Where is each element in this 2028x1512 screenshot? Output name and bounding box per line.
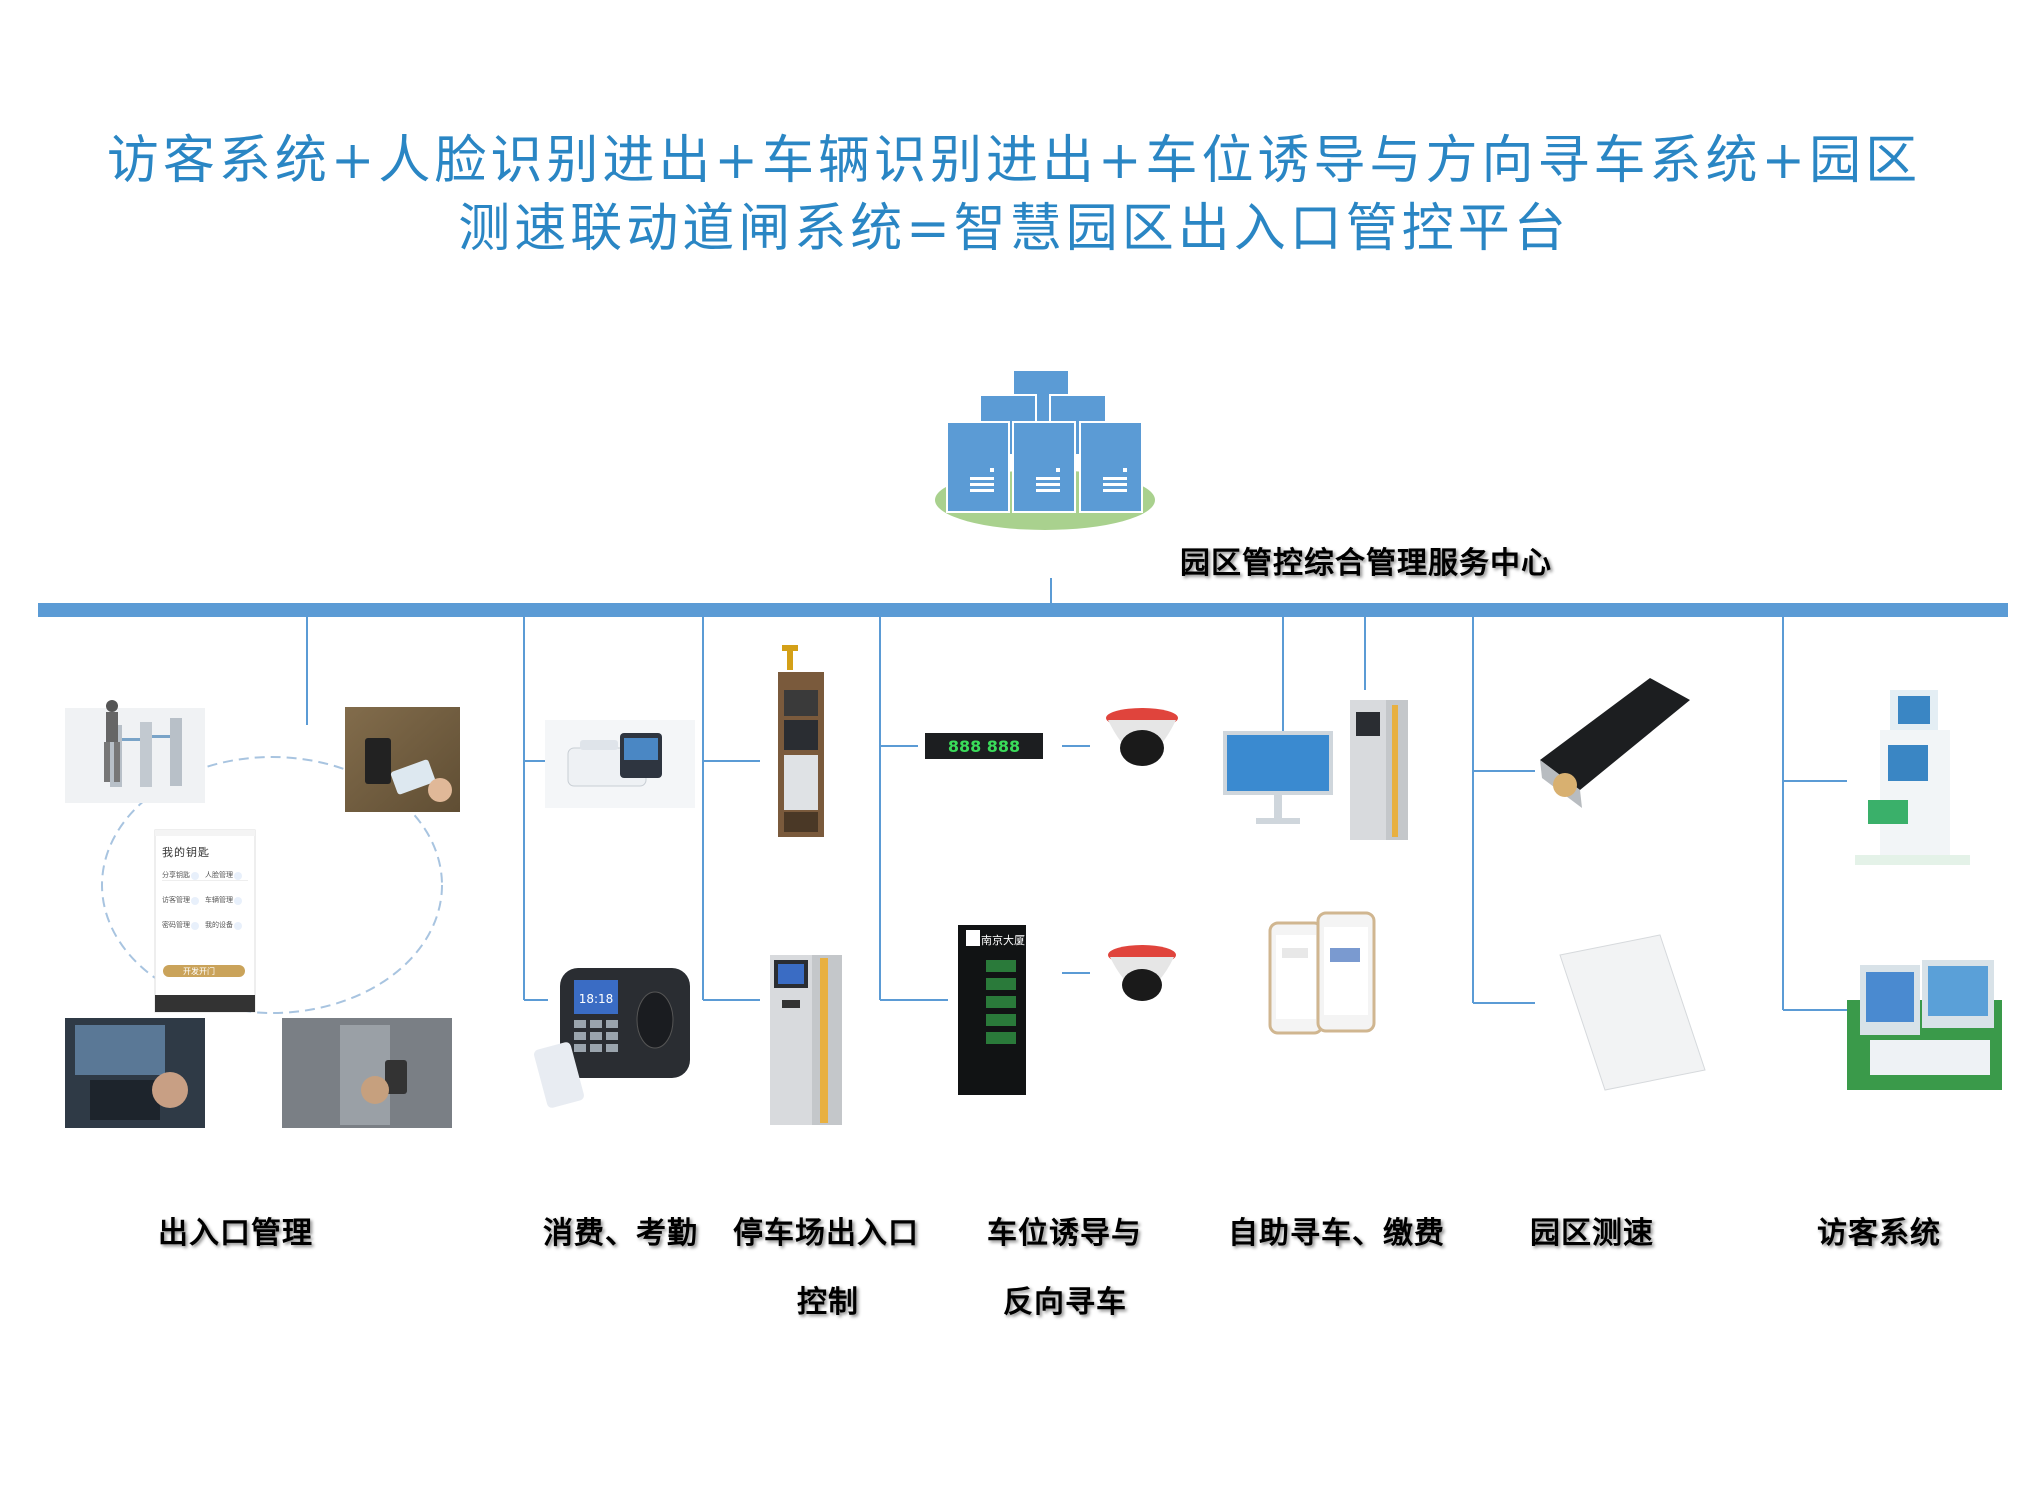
parking-app-phones-icon — [1268, 911, 1376, 1035]
dome-camera-icon — [1106, 708, 1178, 766]
network-bus — [38, 603, 2008, 617]
led-bar-digits: 888 888 — [948, 737, 1020, 756]
label-parking-line2: 控制 — [797, 1285, 859, 1320]
app-open-button: 开发开门 — [183, 967, 215, 976]
app-item: 我的设备 — [205, 921, 233, 929]
app-item: 人脸管理 — [205, 871, 233, 879]
mobile-key-app — [154, 829, 256, 1013]
label-speed: 园区测速 — [1530, 1216, 1654, 1251]
label-guide-line2: 反向寻车 — [1003, 1285, 1127, 1320]
title-line-2: 测速联动道闸系统=智慧园区出入口管控平台 — [458, 199, 1570, 259]
attendance-clock-icon: 18:18 — [534, 968, 690, 1108]
pos-terminal-icon — [545, 720, 695, 808]
label-self-service: 自助寻车、缴费 — [1228, 1216, 1445, 1251]
app-header: 我的钥匙 — [162, 846, 210, 859]
parking-entry-terminal-icon — [778, 645, 824, 837]
server-cluster-icon — [935, 369, 1155, 530]
turnstile-gate-icon — [65, 700, 205, 803]
app-item: 访客管理 — [162, 896, 190, 904]
label-access-management: 出入口管理 — [158, 1216, 313, 1251]
label-visitor: 访客系统 — [1817, 1216, 1941, 1251]
connection-lines — [306, 617, 1847, 1011]
card-reader-photo — [345, 707, 460, 812]
app-item: 分享钥匙 — [162, 871, 190, 879]
center-label: 园区管控综合管理服务中心 — [1180, 546, 1552, 581]
speed-radar-icon — [1559, 934, 1706, 1091]
self-service-kiosk-icon — [1223, 731, 1333, 824]
app-item: 车辆管理 — [205, 896, 233, 904]
payment-terminal-icon — [1350, 700, 1408, 840]
parking-guidance-totem-icon: 南京大厦 — [958, 925, 1026, 1095]
dome-camera-icon — [1108, 945, 1176, 1001]
totem-header: 南京大厦 — [981, 933, 1025, 947]
label-parking-line1: 停车场出入口 — [733, 1216, 919, 1251]
label-guide-line1: 车位诱导与 — [987, 1216, 1142, 1251]
access-group-outline — [101, 756, 443, 1014]
parking-ticket-machine-icon — [770, 955, 842, 1125]
title-line-1: 访客系统+人脸识别进出+车辆识别进出+车位诱导与方向寻车系统+园区 — [106, 131, 1922, 191]
visitor-kiosk-icon — [1855, 690, 1970, 865]
label-consume-attendance: 消费、考勤 — [543, 1216, 698, 1251]
bullet-camera-icon — [1540, 678, 1690, 808]
face-terminal-photo — [65, 1018, 205, 1128]
visitor-desktop-kiosk-icon — [1847, 960, 2002, 1090]
led-guidance-bar-icon: 888 888 — [925, 733, 1043, 759]
clock-time: 18:18 — [579, 992, 614, 1006]
elevator-keypad-photo — [282, 1018, 452, 1128]
app-item: 密码管理 — [162, 921, 190, 929]
